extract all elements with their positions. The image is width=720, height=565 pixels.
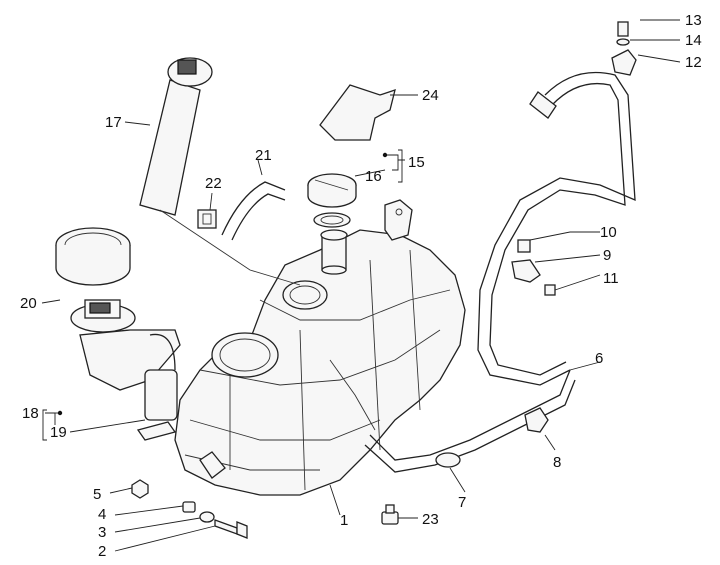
washer-3 — [199, 511, 215, 523]
label-11: 11 — [603, 270, 619, 287]
vent-hose-21 — [221, 181, 286, 241]
hose-clamp-12 — [611, 21, 637, 76]
fuel-pump-assembly — [70, 299, 181, 441]
label-23: 23 — [422, 511, 439, 528]
leader-lines — [41, 19, 681, 552]
label-1: 1 — [340, 512, 348, 529]
label-21: 21 — [255, 147, 272, 164]
drain-plug-23 — [381, 504, 399, 525]
label-19: 19 — [50, 424, 67, 441]
bracket-8 — [524, 407, 549, 433]
label-9: 9 — [603, 247, 611, 264]
label-6: 6 — [595, 350, 603, 367]
label-17: 17 — [105, 114, 122, 131]
breather-hose — [364, 71, 636, 473]
label-14: 14 — [685, 32, 702, 49]
label-12: 12 — [685, 54, 702, 71]
cap-gasket — [313, 212, 351, 228]
label-2: 2 — [98, 543, 106, 560]
label-22: 22 — [205, 175, 222, 192]
fuel-cap — [307, 173, 357, 208]
fastener-4 — [182, 501, 196, 513]
label-16: 16 — [365, 168, 382, 185]
label-20: 20 — [20, 295, 37, 312]
bracket-24 — [319, 84, 396, 141]
filler-neck — [320, 229, 348, 275]
ring-nut-20 — [55, 227, 131, 286]
clip-22 — [197, 209, 217, 229]
fastener-5 — [131, 479, 149, 499]
part-number-labels: 1 2 3 4 5 6 7 8 9 10 11 12 13 14 15 16 1… — [20, 12, 702, 560]
label-4: 4 — [98, 506, 106, 523]
label-18: 18 — [22, 405, 39, 422]
label-7: 7 — [458, 494, 466, 511]
label-10: 10 — [600, 224, 617, 241]
label-5: 5 — [93, 486, 101, 503]
group-brackets — [42, 149, 403, 441]
fuel-tank — [174, 199, 466, 496]
label-3: 3 — [98, 524, 106, 541]
hose-clamp-7 — [435, 452, 461, 468]
label-24: 24 — [422, 87, 439, 104]
label-15: 15 — [408, 154, 425, 171]
label-8: 8 — [553, 454, 561, 471]
fuel-level-sender — [139, 57, 301, 286]
label-13: 13 — [685, 12, 702, 29]
bracket-9-10-11 — [511, 239, 556, 296]
bolt-2 — [214, 519, 248, 539]
